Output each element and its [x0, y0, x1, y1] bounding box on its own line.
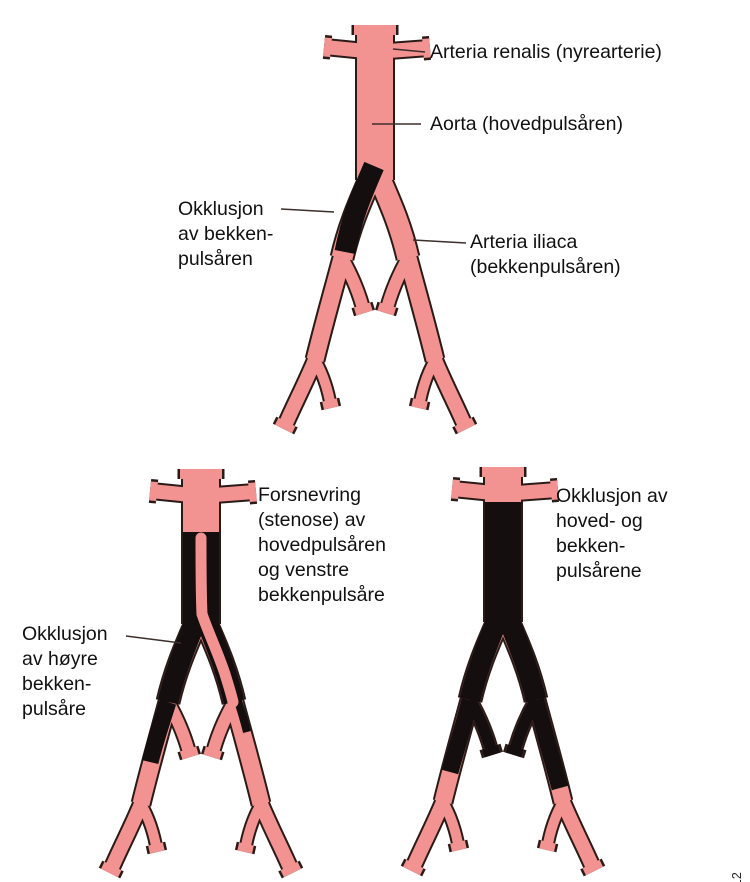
label-line: (stenose) av — [258, 509, 366, 531]
label-line: bekken- — [556, 535, 626, 557]
label-line: hovedpulsåren — [258, 534, 386, 556]
label-line: Okklusjon — [22, 623, 108, 645]
label-line: og venstre — [258, 559, 350, 581]
vessel-diagram-aortoiliac-occlusion — [353, 450, 633, 880]
label-line: pulsårene — [556, 560, 642, 582]
label-line: Okklusjon — [178, 198, 264, 220]
stenosis-lumen-channel — [195, 532, 239, 708]
label-occlusion-iliac: Okklusjon av bekken- pulsåren — [178, 197, 273, 272]
vessel-diagram-iliac-occlusion — [225, 8, 505, 438]
label-line: (bekkenpulsåren) — [470, 256, 621, 278]
label-occlusion-aortoiliac: Okklusjon av hoved- og bekken- pulsårene — [556, 484, 668, 584]
vessel-diagram-stenosis — [51, 452, 331, 882]
label-line: hoved- og — [556, 510, 643, 532]
occlusion-region-iliac — [334, 161, 384, 255]
label-aorta: Aorta (hovedpulsåren) — [430, 113, 623, 135]
label-line: av høyre — [22, 648, 98, 670]
label-line: Arteria iliaca — [470, 231, 578, 253]
label-line: Okklusjon av — [556, 485, 668, 507]
label-arteria-iliaca: Arteria iliaca (bekkenpulsåren) — [470, 230, 621, 280]
label-line: bekkenpulsåre — [258, 584, 385, 606]
label-line: bekken- — [22, 673, 92, 695]
label-occlusion-right-iliac: Okklusjon av høyre bekken- pulsåre — [22, 622, 108, 722]
occlusion-region-aortoiliac — [441, 502, 569, 791]
copyright-credit: © Birgitte Lerche-Barlach 2012 — [730, 872, 744, 882]
label-line: Forsnevring — [258, 484, 361, 506]
label-line: pulsåre — [22, 698, 86, 720]
label-stenosis: Forsnevring (stenose) av hovedpulsåren o… — [258, 483, 386, 608]
label-line: pulsåren — [178, 248, 253, 270]
label-arteria-renalis: Arteria renalis (nyrearterie) — [430, 41, 662, 63]
label-line: av bekken- — [178, 223, 274, 245]
